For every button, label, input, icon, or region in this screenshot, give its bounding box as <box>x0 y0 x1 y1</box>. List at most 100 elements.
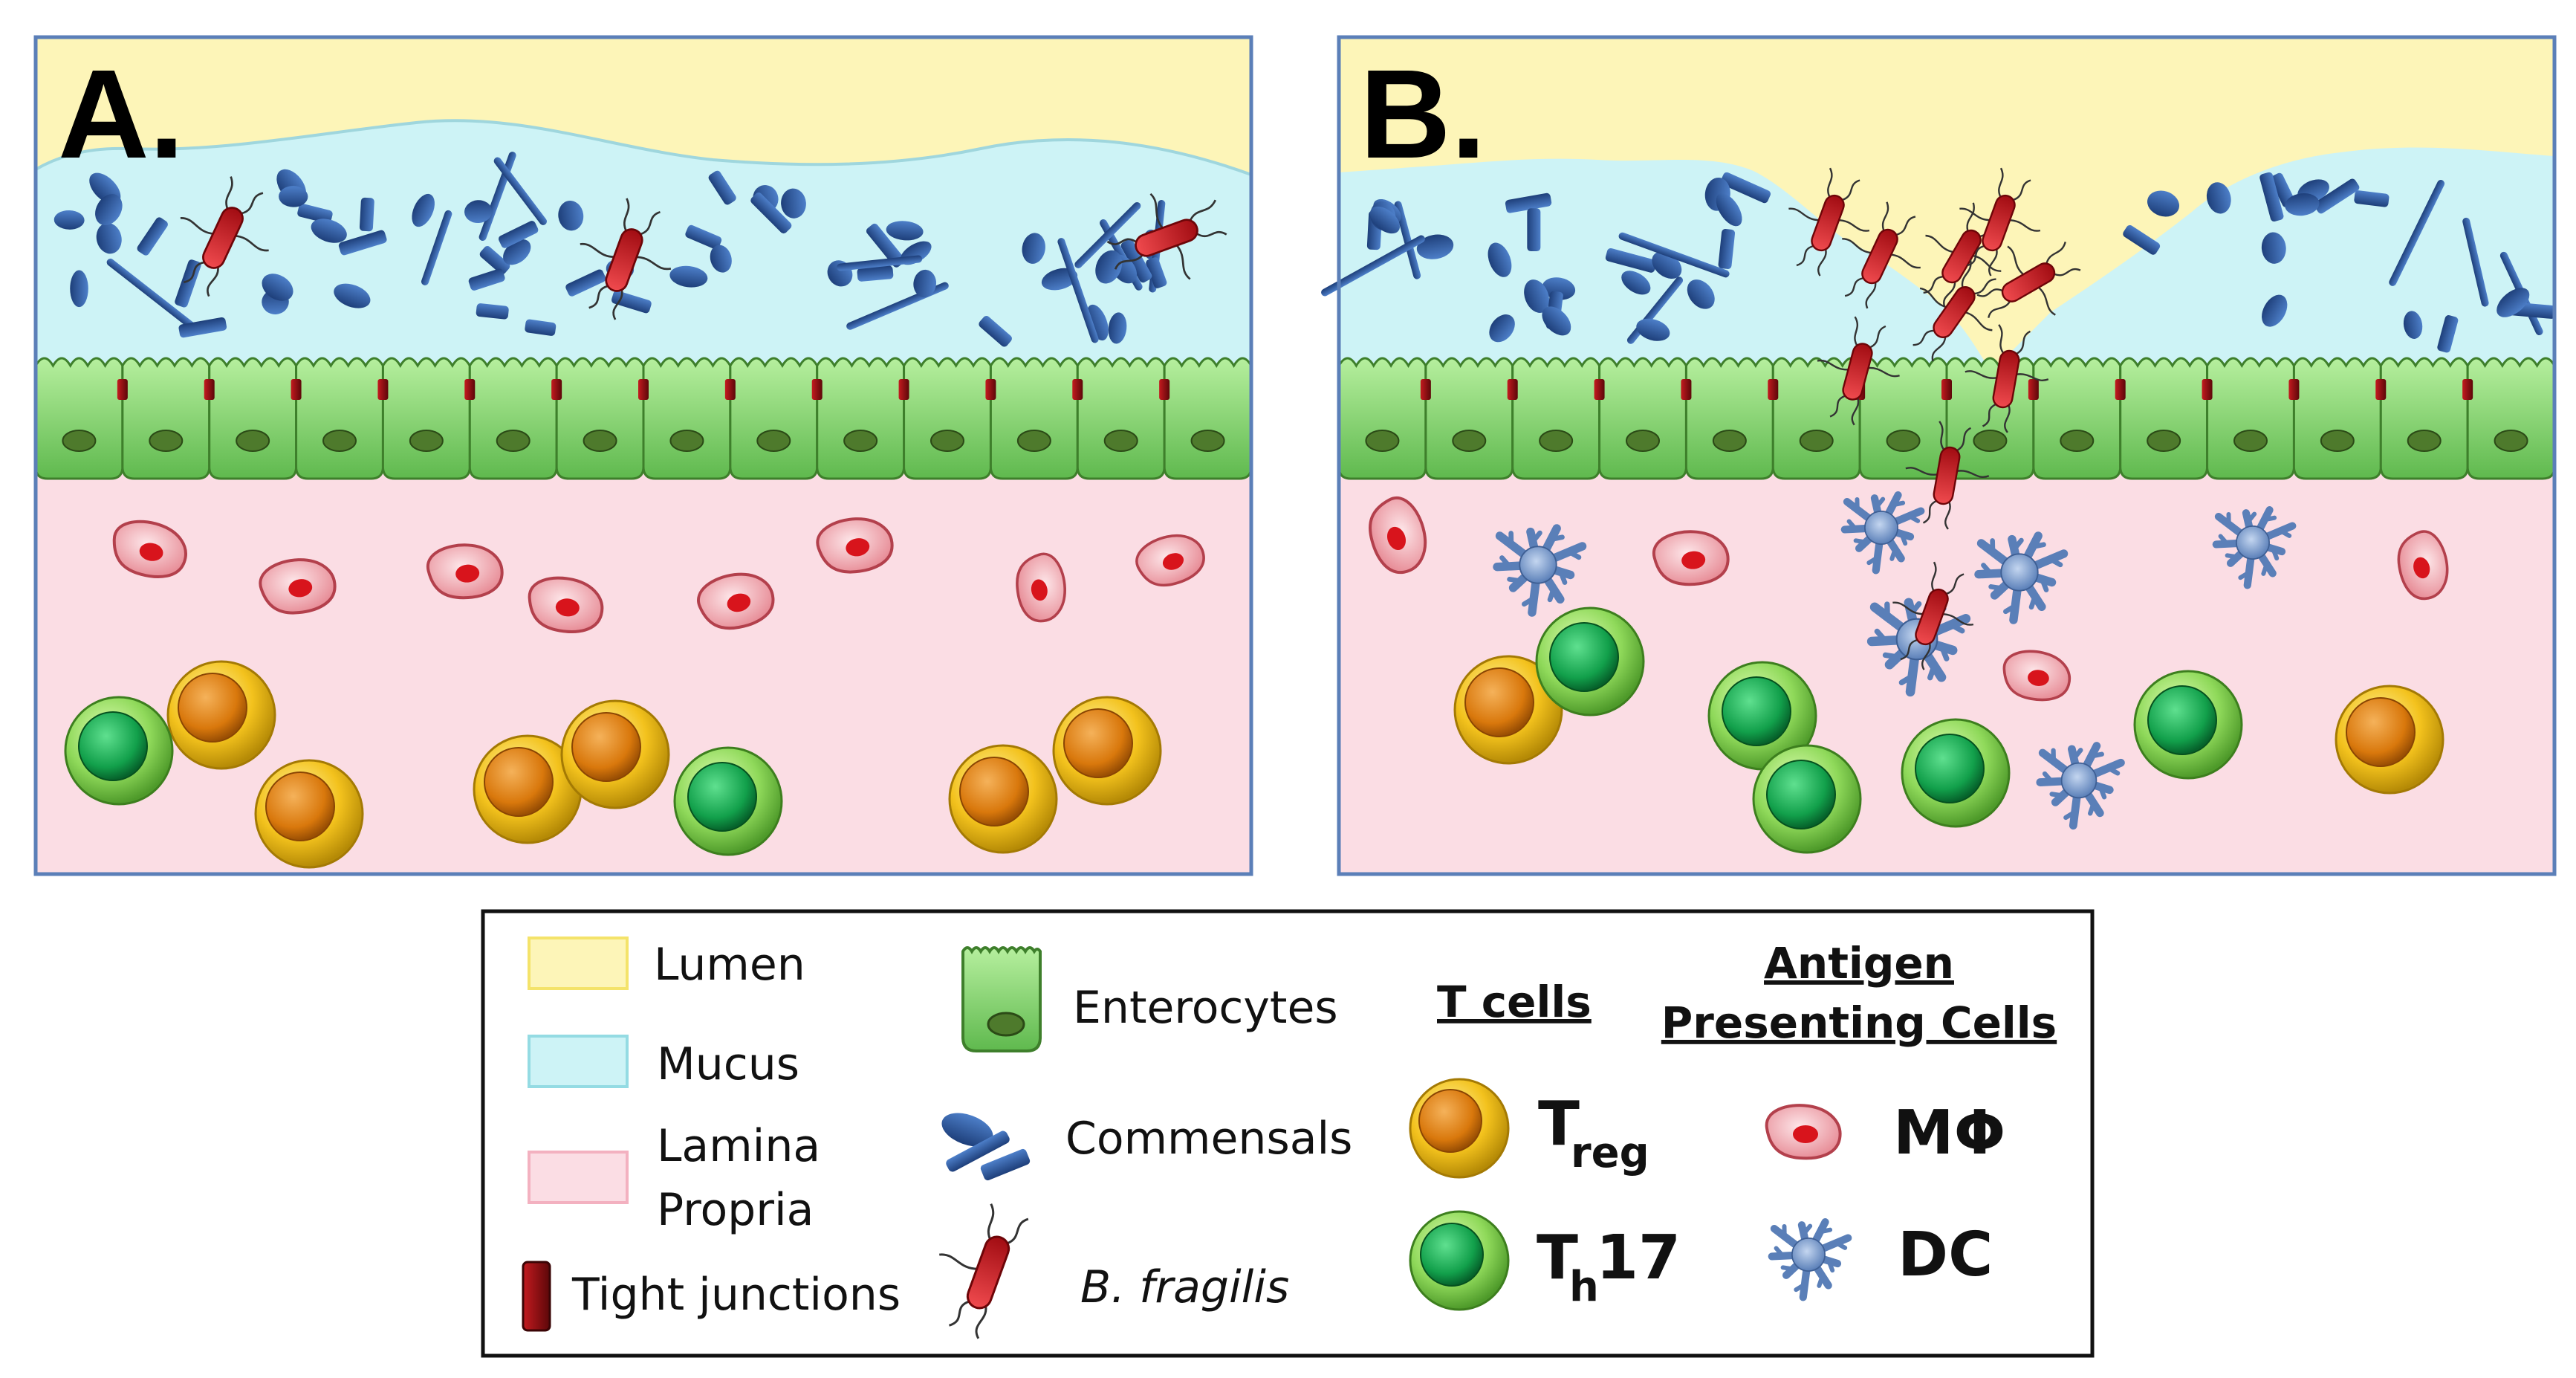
commensal <box>710 245 732 273</box>
th17-cell <box>2133 670 2243 780</box>
enterocyte <box>2032 357 2122 480</box>
macrophage <box>2002 650 2071 702</box>
commensal <box>979 316 1012 347</box>
commensal <box>279 186 308 207</box>
enterocyte <box>208 357 298 480</box>
commensal <box>913 269 937 298</box>
enterocyte <box>468 357 558 480</box>
enterocyte <box>1337 357 1427 480</box>
th17-cell <box>1752 744 1862 854</box>
commensal <box>886 221 924 241</box>
b-fragilis-b <box>1788 167 2081 670</box>
panel-b: B. <box>1321 35 2557 876</box>
commensal <box>558 200 584 231</box>
treg-label-sub: reg <box>1571 1129 1649 1177</box>
panel-a-border <box>33 35 1253 876</box>
lumen-swatch <box>528 937 629 990</box>
dc-label: DC <box>1898 1220 1993 1290</box>
treg-cell <box>2335 685 2444 795</box>
commensal <box>1542 306 1571 336</box>
macrophage <box>528 576 604 633</box>
commensal <box>493 157 547 225</box>
commensal <box>565 269 606 297</box>
b-fragilis <box>1842 201 1921 309</box>
tight-junction-icon <box>522 1261 551 1332</box>
tight-junction <box>811 379 823 400</box>
enterocyte <box>989 357 1079 480</box>
enterocyte <box>1163 357 1253 480</box>
macrophage <box>816 517 894 574</box>
enterocyte <box>2292 357 2382 480</box>
tight-junction <box>204 379 215 400</box>
commensal <box>837 255 923 271</box>
commensal <box>1095 250 1123 284</box>
macrophage <box>1652 530 1730 586</box>
commensal <box>2285 193 2320 216</box>
lamina-swatch <box>528 1151 629 1204</box>
commensal <box>1487 242 1512 277</box>
commensal <box>2389 180 2445 286</box>
tight-junction <box>2115 379 2126 400</box>
mucus-swatch <box>528 1035 629 1088</box>
lamina-label-line1: Lamina <box>657 1120 820 1172</box>
dendritic-cell <box>2036 742 2125 830</box>
th17-cell <box>64 696 174 806</box>
apc-header-line2: Presenting Cells <box>1661 997 2057 1048</box>
th17-cell <box>1535 606 1645 717</box>
treg-cell <box>166 660 276 770</box>
tight-junction <box>1159 379 1170 400</box>
tight-junction <box>377 379 389 400</box>
dc-icon <box>1768 1218 1852 1301</box>
enterocyte <box>1858 357 1948 480</box>
commensal <box>1394 201 1421 279</box>
treg-cell <box>560 699 670 809</box>
macrophage <box>697 572 775 630</box>
enterocyte <box>381 357 471 480</box>
treg-cell <box>473 734 583 844</box>
commensal <box>2206 182 2231 214</box>
th17-cell <box>1901 718 2011 828</box>
commensals-b <box>1321 172 2556 353</box>
macrophage-label: MΦ <box>1893 1098 2005 1168</box>
enterocyte <box>121 357 211 480</box>
commensal <box>1022 233 1045 264</box>
treg-cell <box>948 744 1058 854</box>
tight-junction <box>291 379 302 400</box>
th17-label-sub: h <box>1569 1263 1599 1311</box>
commensal <box>53 210 85 230</box>
commensal <box>1321 235 1425 297</box>
macrophages-a <box>112 517 1205 633</box>
enterocyte <box>642 357 732 480</box>
lumen-area-b <box>1339 37 2554 372</box>
macrophage <box>426 543 504 600</box>
th17-cell <box>1707 661 1817 771</box>
tight-junction <box>117 379 128 400</box>
commensal <box>2354 190 2390 207</box>
enterocyte <box>729 357 819 480</box>
treg-icon <box>1409 1078 1510 1179</box>
b-fragilis <box>180 176 269 297</box>
commensal <box>2437 315 2459 353</box>
treg-label-main: T <box>1538 1089 1580 1159</box>
commensal <box>1108 312 1127 344</box>
dendritic-cell <box>1840 491 1925 575</box>
epithelium-b <box>1337 357 2556 480</box>
enterocyte-icon <box>961 946 1042 1052</box>
lamina-label-line2: Propria <box>657 1184 814 1236</box>
b-fragilis <box>1892 561 1974 670</box>
tight-junction <box>1072 379 1083 400</box>
commensal <box>525 319 557 336</box>
tight-junction <box>724 379 736 400</box>
tight-junction <box>1681 379 1692 400</box>
tight-junction <box>2202 379 2213 400</box>
tight-junctions-label: Tight junctions <box>571 1269 901 1321</box>
macrophage-icon <box>1765 1104 1842 1160</box>
tight-junction <box>1768 379 1779 400</box>
tight-junction <box>2375 379 2387 400</box>
commensal <box>2259 172 2284 222</box>
th17-cell <box>673 746 783 856</box>
commensal <box>178 317 227 338</box>
commensal <box>1527 208 1541 252</box>
commensal <box>1716 193 1742 227</box>
